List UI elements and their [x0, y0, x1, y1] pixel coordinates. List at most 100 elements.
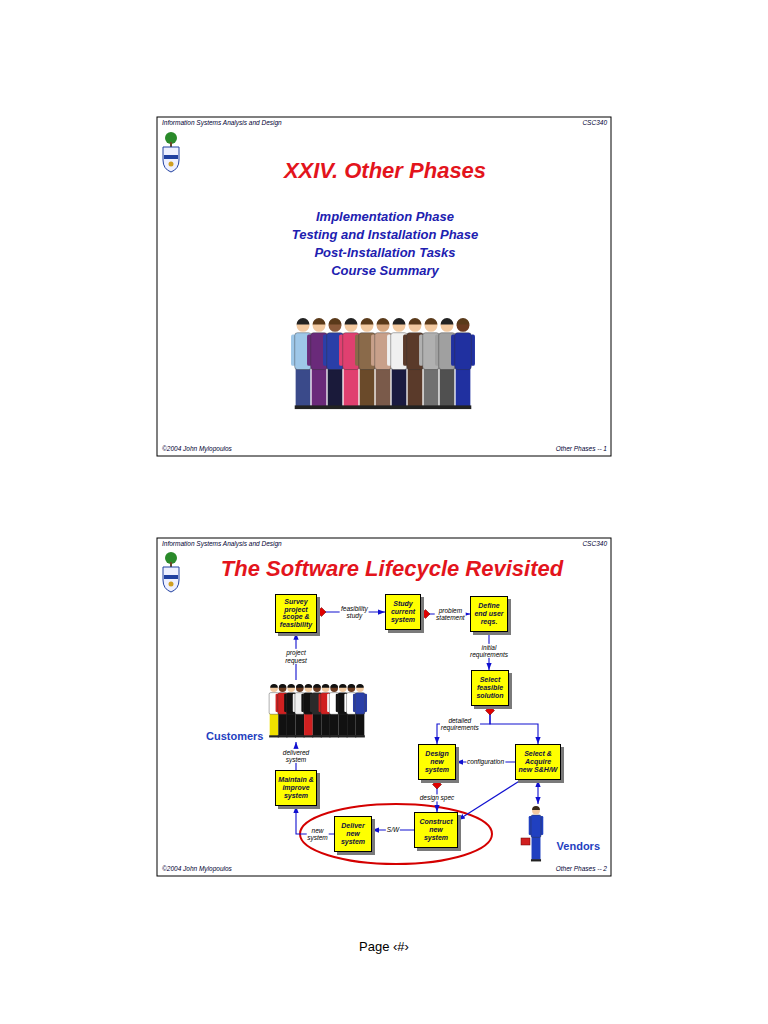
process-box: Define end user reqs. [470, 596, 508, 632]
person-legs [408, 366, 423, 406]
person-hair [305, 684, 313, 688]
person-hair [377, 318, 390, 324]
crest-emblem [169, 582, 174, 587]
person-head [377, 319, 390, 332]
person-legs [347, 712, 356, 736]
page-number: Page ‹#› [359, 940, 409, 955]
slide-number: Other Phases -- 1 [556, 445, 607, 452]
university-crest [163, 552, 179, 592]
person-hair [532, 806, 540, 810]
person-hair [313, 318, 326, 324]
person-torso [269, 693, 279, 715]
header-text: Information Systems Analysis and Design [162, 119, 282, 126]
person-head [313, 319, 326, 332]
person-head [393, 319, 406, 332]
person-head [348, 685, 356, 693]
person-torso [295, 693, 305, 715]
box-text: Select feasible solution [474, 676, 506, 699]
person-hair [296, 684, 304, 688]
briefcase [521, 838, 530, 845]
person-torso [347, 693, 357, 715]
person-legs [338, 712, 347, 736]
person-head [287, 685, 295, 693]
person-torso [338, 693, 348, 715]
slide-frame [157, 538, 611, 876]
person-shoes [311, 405, 328, 409]
person-shoes [455, 405, 472, 409]
person-torso [355, 693, 365, 715]
process-box: Maintain & improve system [275, 770, 317, 806]
person-hair [279, 684, 287, 688]
person-torso [359, 333, 376, 370]
actor-group: Vendors [518, 804, 602, 864]
box-text: Define end user reqs. [473, 602, 505, 625]
person-shoes [269, 735, 279, 737]
person-torso [278, 693, 288, 715]
person-head [322, 685, 330, 693]
box-text: Select & Acquire new S&H/W [518, 750, 558, 773]
crest-band [164, 155, 178, 159]
process-box: Select & Acquire new S&H/W [515, 744, 561, 780]
person-hair [322, 684, 330, 688]
person-hair [425, 318, 438, 324]
box-text: Construct new system [417, 818, 455, 841]
topic-line: Testing and Installation Phase [292, 228, 479, 243]
person-torso [311, 333, 328, 370]
person-head [457, 319, 470, 332]
course-code: CSC340 [582, 119, 607, 126]
person-legs [295, 712, 304, 736]
person-torso [295, 333, 312, 370]
person-legs [344, 366, 359, 406]
box-text: Survey project scope & feasibility [278, 598, 314, 629]
flow-label: S/W [386, 826, 400, 833]
person-shoes [286, 735, 296, 737]
box-text: Deliver new system [337, 822, 369, 845]
person-hair [356, 684, 364, 688]
person-torso [407, 333, 424, 370]
person-legs [532, 835, 541, 860]
person-head [305, 685, 313, 693]
person-shoes [359, 405, 376, 409]
person-legs [330, 712, 339, 736]
person-head [329, 319, 342, 332]
flow-arrow [490, 706, 538, 744]
person-legs [376, 366, 391, 406]
actor-group: Customers [204, 680, 364, 742]
flow-label: feasibility study [340, 605, 369, 619]
person-legs [360, 366, 375, 406]
person-torso [531, 815, 541, 837]
person-hair [393, 318, 406, 324]
person-figure [451, 318, 475, 409]
university-crest [163, 132, 179, 172]
slide-frame [157, 117, 611, 456]
slide-title: The Software Lifecycle Revisited [221, 556, 563, 581]
person-shoes [375, 405, 392, 409]
person-legs [287, 712, 296, 736]
person-torso [327, 333, 344, 370]
decision-diamond [421, 610, 430, 619]
person-legs [313, 712, 322, 736]
person-torso [329, 693, 339, 715]
actor-label: Vendors [557, 840, 600, 852]
box-text: Study current system [388, 600, 418, 623]
person-legs [270, 712, 279, 736]
person-head [296, 685, 304, 693]
person-shoes [407, 405, 424, 409]
topic-line: Post-Installation Tasks [314, 246, 455, 261]
person-shoes [338, 735, 348, 737]
crest-shield [163, 147, 179, 172]
person-shoes [295, 735, 305, 737]
person-head [297, 319, 310, 332]
process-box: Design new system [418, 744, 456, 780]
header-text: Information Systems Analysis and Design [162, 540, 282, 547]
person-torso [312, 693, 322, 715]
person-head [532, 807, 540, 815]
person-torso [391, 333, 408, 370]
person-torso [423, 333, 440, 370]
person-hair [345, 318, 358, 324]
person-hair [329, 318, 342, 324]
person-legs [356, 712, 365, 736]
person-legs [321, 712, 330, 736]
person-shoes [321, 735, 331, 737]
